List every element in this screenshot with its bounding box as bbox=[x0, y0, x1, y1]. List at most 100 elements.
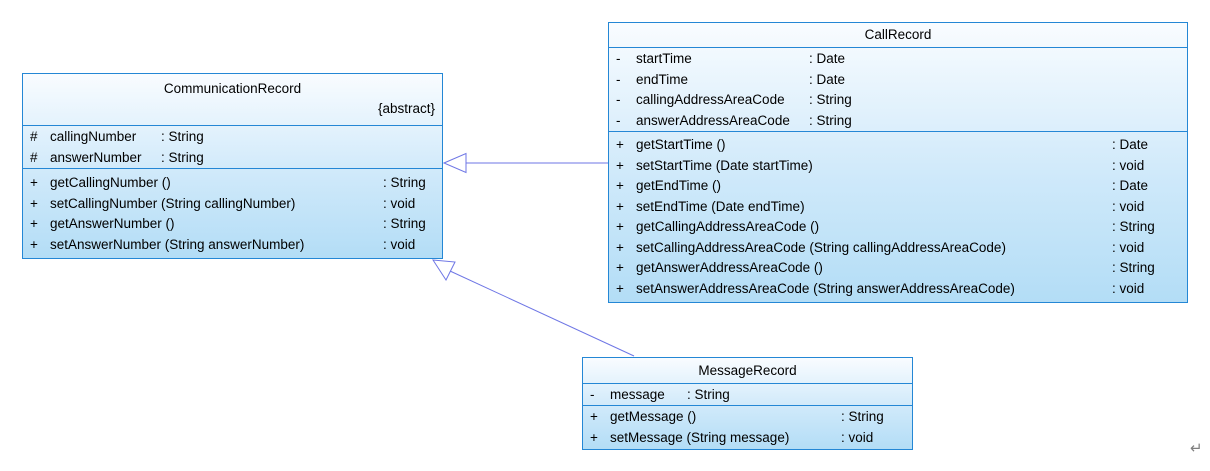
visibility-symbol: + bbox=[616, 178, 624, 193]
operation-row: + getCallingNumber () : String bbox=[23, 173, 442, 194]
visibility-symbol: # bbox=[30, 129, 38, 144]
visibility-symbol: - bbox=[590, 387, 595, 402]
operation-signature: setEndTime (Date endTime) bbox=[636, 198, 805, 214]
operation-return-type: : String bbox=[383, 175, 426, 190]
attribute-name: endTime bbox=[636, 71, 689, 87]
visibility-symbol: + bbox=[616, 137, 624, 152]
operation-row: + setMessage (String message) : void bbox=[583, 428, 912, 449]
operation-return-type: : void bbox=[383, 236, 416, 252]
visibility-symbol: + bbox=[30, 175, 38, 190]
operation-signature: getCallingNumber () bbox=[50, 175, 171, 190]
operation-return-type: : Date bbox=[1112, 137, 1149, 152]
attribute-name: callingAddressAreaCode bbox=[636, 92, 785, 107]
attributes-compartment: # callingNumber : String # answerNumber : St… bbox=[23, 126, 442, 169]
attribute-row: -callingAddressAreaCode : String bbox=[609, 90, 1187, 111]
visibility-symbol: - bbox=[616, 112, 621, 128]
operations-compartment: +getStartTime (): Date + setStartTime (Da… bbox=[609, 132, 1187, 302]
visibility-symbol: + bbox=[30, 236, 38, 252]
visibility-symbol: + bbox=[616, 219, 624, 234]
operation-row: + getAnswerAddressAreaCode () : String bbox=[609, 258, 1187, 279]
operation-return-type: : void bbox=[1112, 280, 1145, 296]
visibility-symbol: + bbox=[616, 260, 624, 275]
paragraph-return-mark: ↵ bbox=[1190, 440, 1203, 457]
operation-signature: setCallingAddressAreaCode (String callin… bbox=[636, 239, 1006, 255]
operation-row: + setCallingNumber (String callingNumber)… bbox=[23, 194, 442, 215]
operation-row: +getMessage (): String bbox=[583, 407, 912, 428]
operation-return-type: : void bbox=[1112, 239, 1145, 255]
operation-return-type: : void bbox=[841, 429, 874, 445]
class-name: MessageRecord bbox=[698, 363, 797, 378]
operation-return-type: : String bbox=[1112, 219, 1155, 234]
class-stereotype: {abstract} bbox=[377, 101, 435, 116]
visibility-symbol: - bbox=[616, 51, 621, 66]
attribute-name: message bbox=[610, 387, 665, 402]
visibility-symbol: + bbox=[616, 280, 624, 296]
generalization-arrow-messagerecord-to-communicationrecord[interactable] bbox=[432, 259, 635, 357]
attributes-compartment: -startTime: Date -endTime: Date -calling… bbox=[609, 48, 1187, 132]
operation-return-type: : Date bbox=[1112, 178, 1149, 193]
operation-signature: setCallingNumber (String callingNumber) bbox=[50, 195, 296, 211]
attribute-row: -startTime : Date bbox=[609, 49, 1187, 70]
operation-row: + getCallingAddressAreaCode () : String bbox=[609, 217, 1187, 238]
class-name: CommunicationRecord bbox=[163, 81, 302, 96]
attribute-type: : String bbox=[809, 112, 852, 128]
operation-signature: getMessage () bbox=[610, 409, 697, 424]
operations-compartment: + getCallingNumber () : String + setCalling… bbox=[23, 169, 442, 258]
operation-return-type: : void bbox=[383, 195, 416, 211]
class-title-compartment: MessageRecord bbox=[583, 358, 912, 384]
operation-signature: setAnswerAddressAreaCode (String answerA… bbox=[636, 280, 1015, 296]
operation-return-type: : String bbox=[1112, 260, 1155, 275]
operation-return-type: : void bbox=[1112, 198, 1145, 214]
operation-signature: getEndTime () bbox=[636, 178, 722, 193]
attribute-row: #answerNumber: String bbox=[23, 148, 442, 169]
operation-row: + setAnswerNumber (String answerNumber) : … bbox=[23, 235, 442, 256]
attribute-type: : Date bbox=[809, 51, 846, 66]
attribute-name: answerAddressAreaCode bbox=[636, 112, 790, 128]
operation-return-type: : String bbox=[841, 409, 884, 424]
attribute-type: : Date bbox=[809, 71, 846, 87]
operation-row: +getStartTime (): Date bbox=[609, 135, 1187, 156]
attribute-name: answerNumber bbox=[50, 149, 142, 165]
attribute-row: # callingNumber : String bbox=[23, 127, 442, 148]
operation-row: + getEndTime () : Date bbox=[609, 176, 1187, 197]
operation-signature: getAnswerAddressAreaCode () bbox=[636, 260, 823, 275]
operation-signature: setMessage (String message) bbox=[610, 429, 790, 445]
operation-row: + setCallingAddressAreaCode (String calli… bbox=[609, 238, 1187, 259]
attribute-type: : String bbox=[161, 129, 204, 144]
operation-row: +getAnswerNumber (): String bbox=[23, 214, 442, 235]
visibility-symbol: # bbox=[30, 149, 38, 165]
attribute-type: : String bbox=[809, 92, 852, 107]
visibility-symbol: + bbox=[616, 157, 624, 173]
operation-return-type: : String bbox=[383, 216, 426, 231]
visibility-symbol: + bbox=[30, 216, 38, 231]
operation-signature: setStartTime (Date startTime) bbox=[636, 157, 813, 173]
operation-row: + setAnswerAddressAreaCode (String answer… bbox=[609, 279, 1187, 300]
class-title-compartment: CallRecord bbox=[609, 23, 1187, 48]
attributes-compartment: -message : String bbox=[583, 384, 912, 406]
operations-compartment: + getMessage () : String + setMessage (Stri… bbox=[583, 406, 912, 449]
attribute-row: -endTime : Date bbox=[609, 70, 1187, 91]
visibility-symbol: - bbox=[616, 71, 621, 87]
attribute-row: -answerAddressAreaCode : String bbox=[609, 111, 1187, 132]
attribute-name: startTime bbox=[636, 51, 692, 66]
class-callrecord[interactable]: CallRecord -startTime: Date -endTime: Da… bbox=[608, 22, 1188, 303]
class-title-compartment: CommunicationRecord {abstract} bbox=[23, 74, 442, 126]
operation-return-type: : void bbox=[1112, 157, 1145, 173]
attribute-name: callingNumber bbox=[50, 129, 137, 144]
visibility-symbol: + bbox=[616, 198, 624, 214]
operation-signature: getCallingAddressAreaCode () bbox=[636, 219, 820, 234]
attribute-type: : String bbox=[687, 387, 730, 402]
class-communicationrecord[interactable]: CommunicationRecord {abstract} # callingN… bbox=[22, 73, 443, 259]
visibility-symbol: + bbox=[616, 239, 624, 255]
visibility-symbol: - bbox=[616, 92, 621, 107]
operation-row: + setStartTime (Date startTime) : void bbox=[609, 156, 1187, 177]
attribute-row: -message : String bbox=[583, 384, 912, 405]
class-messagerecord[interactable]: MessageRecord -message : String + getMessa… bbox=[582, 357, 913, 450]
operation-signature: setAnswerNumber (String answerNumber) bbox=[50, 236, 305, 252]
visibility-symbol: + bbox=[30, 195, 38, 211]
class-name: CallRecord bbox=[864, 27, 932, 42]
visibility-symbol: + bbox=[590, 429, 598, 445]
operation-row: + setEndTime (Date endTime) : void bbox=[609, 197, 1187, 218]
generalization-arrow-callrecord-to-communicationrecord[interactable] bbox=[442, 152, 608, 174]
